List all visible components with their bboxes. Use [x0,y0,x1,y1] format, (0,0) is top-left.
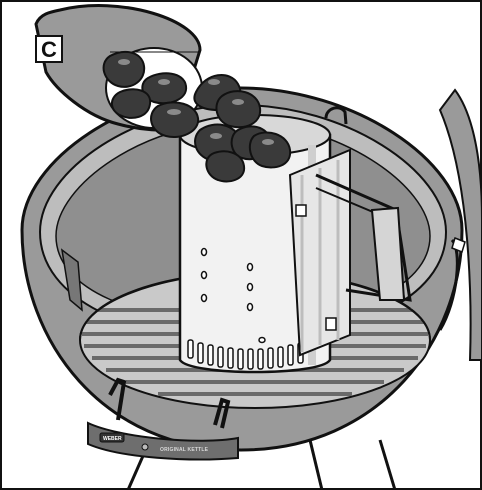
weber-logo-text: WEBER [103,436,122,442]
kettle-badge-text: ORIGINAL KETTLE [160,447,209,453]
step-label-box: C [35,35,63,63]
charcoal-briquettes [102,50,292,183]
briquette-highlights [118,59,274,145]
step-label: C [41,37,57,62]
weber-logo [99,432,125,443]
grill-lid [438,88,482,361]
kettle-front-handle: WEBER ORIGINAL KETTLE [87,377,239,461]
